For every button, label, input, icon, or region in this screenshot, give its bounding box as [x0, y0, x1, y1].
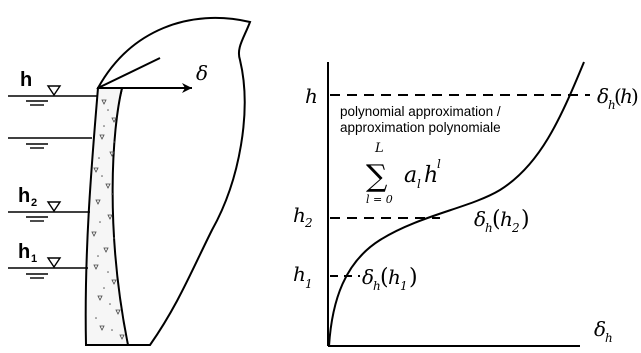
water-level-subscript: 1: [31, 253, 37, 265]
svg-text:h: h: [605, 331, 613, 345]
dam-cross-section: δ h h 2 h: [8, 16, 252, 346]
formula-coefficient-sub: l: [417, 177, 421, 191]
concrete-dots: [95, 109, 115, 331]
svg-text:h: h: [608, 98, 616, 112]
x-axis-label: δ h: [594, 317, 613, 345]
svg-text:): ): [409, 265, 418, 290]
polynomial-formula: L ∑ l = 0 a l h l: [366, 141, 441, 206]
arrowhead-icon: [182, 83, 192, 93]
formula-upper-limit: L: [374, 141, 384, 156]
svg-text:δ: δ: [474, 207, 486, 231]
svg-text:δ: δ: [594, 317, 606, 341]
level-label-h1-sub: 1: [305, 277, 313, 291]
water-level-h1: h 1: [8, 241, 88, 279]
value-label-h1: δ h ( h 1 ): [362, 265, 418, 293]
formula-lower-limit: l = 0: [366, 193, 393, 206]
svg-text:h: h: [388, 265, 401, 289]
water-level-subscript: 2: [31, 197, 37, 209]
svg-text:(: (: [492, 207, 501, 232]
formula-exponent: l: [437, 157, 441, 171]
water-level-triangle-icon: [46, 201, 62, 213]
svg-text:1: 1: [400, 279, 408, 293]
caption-line-1: polynomial approximation /: [340, 104, 501, 119]
svg-text:(: (: [380, 265, 389, 290]
displacement-curve: [328, 61, 585, 347]
svg-text:h: h: [620, 84, 633, 108]
water-level-h: h: [8, 69, 98, 106]
level-label-h2: h: [293, 203, 306, 227]
svg-text:h: h: [485, 221, 493, 235]
level-label-h: h: [305, 84, 318, 108]
level-label-h2-sub: 2: [304, 216, 313, 230]
displacement-graph: h h 2 h 1 polynomial approximation / app…: [293, 61, 639, 347]
water-level-h2: h 2: [8, 185, 90, 222]
water-level-mid: [8, 137, 92, 149]
water-level-label: h: [20, 69, 32, 91]
svg-text:(: (: [614, 84, 622, 108]
displacement-label: δ: [196, 61, 208, 85]
concrete-wall: [84, 87, 130, 346]
svg-text:h: h: [373, 279, 381, 293]
svg-text:2: 2: [511, 221, 520, 235]
water-level-triangle-icon: [46, 85, 62, 97]
formula-variable: h: [424, 163, 438, 188]
formula-coefficient: a: [404, 163, 417, 188]
formula-sum-symbol: ∑: [366, 159, 388, 194]
water-level-triangle-icon: [46, 257, 62, 269]
value-label-h2: δ h ( h 2 ): [474, 207, 530, 235]
svg-text:): ): [631, 84, 639, 108]
svg-text:δ: δ: [362, 265, 374, 289]
svg-text:δ: δ: [597, 84, 609, 108]
svg-text:h: h: [500, 207, 513, 231]
level-label-h1: h: [293, 262, 306, 286]
svg-text:): ): [521, 207, 530, 232]
dam-outline: [96, 16, 252, 346]
water-level-label: h: [18, 185, 30, 207]
caption-line-2: approximation polynomiale: [340, 120, 501, 135]
concrete-texture: [91, 99, 125, 340]
water-level-label: h: [18, 241, 30, 263]
value-label-h: δ h ( h ): [597, 84, 639, 112]
